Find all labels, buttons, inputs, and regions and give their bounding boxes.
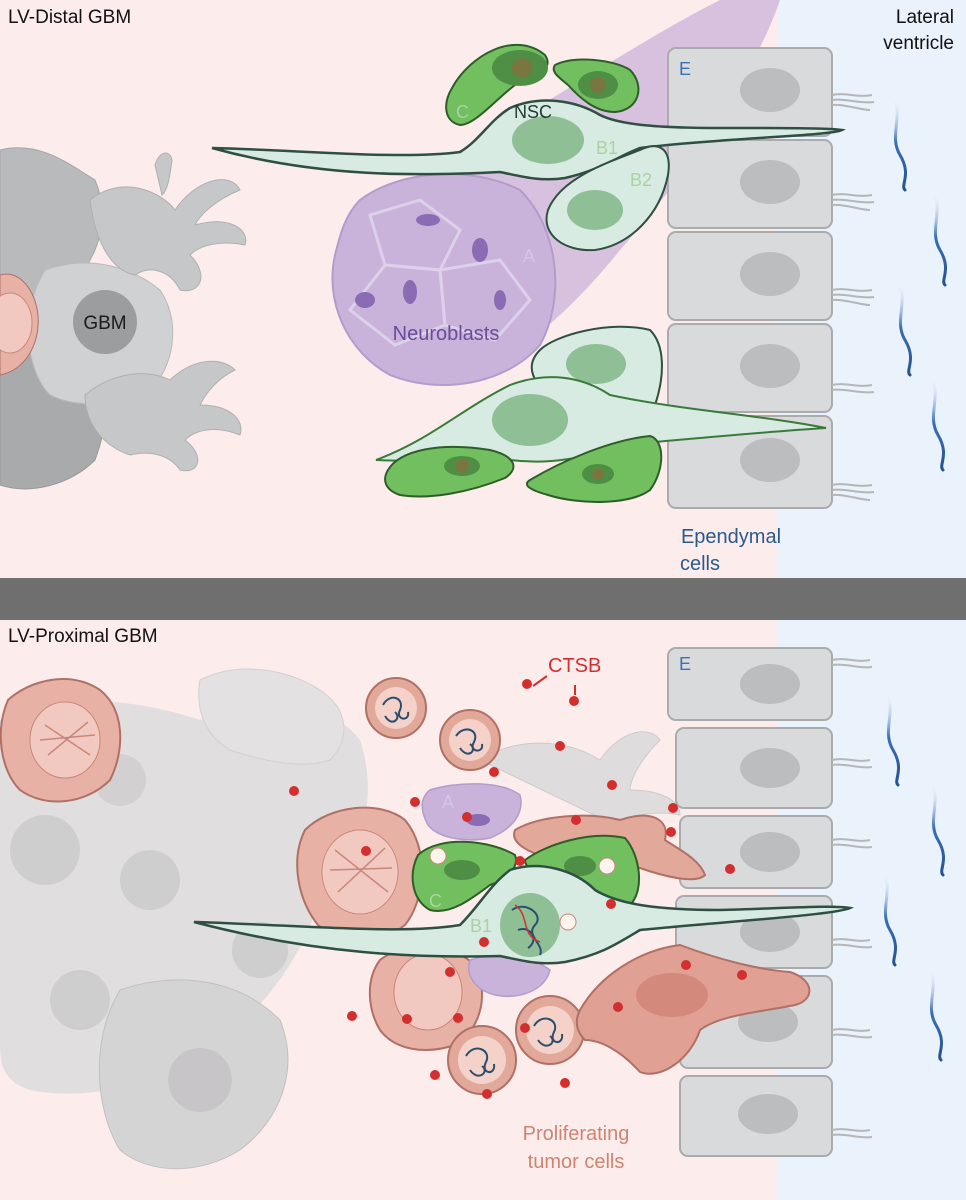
panel-lv-proximal: LV-Proximal GBM CTSB E A C B1 Proliferat… [0, 620, 966, 1200]
ventricle-label-line2: ventricle [883, 33, 954, 54]
label-neuroblasts: Neuroblasts [393, 323, 500, 345]
nsc-b1-bottom [193, 864, 855, 965]
label-gbm: GBM [83, 313, 126, 334]
label-c-bottom: C [429, 891, 442, 911]
panel-lv-distal: LV-Distal GBM Lateral ventricle C NSC B1… [0, 0, 966, 578]
b2-cell-top [545, 145, 670, 252]
label-a-bottom: A [442, 792, 454, 812]
label-b2: B2 [630, 170, 652, 190]
nsc-b1-top [211, 99, 847, 181]
label-ependymal-line1: Ependymal [681, 526, 781, 548]
gbm-nucleus [73, 290, 137, 354]
nsc-lower-top [375, 325, 827, 503]
tumor-cell-mitotic-left [0, 678, 122, 803]
c-cells-bottom [411, 834, 641, 912]
label-proliferating-line1: Proliferating [523, 1123, 630, 1145]
tumor-cell-mitotic-center [296, 806, 423, 941]
label-ctsb: CTSB [548, 655, 601, 677]
label-ependymal-line2: cells [680, 553, 720, 575]
ventricle-label-line1: Lateral [896, 7, 954, 28]
label-c-top: C [456, 102, 469, 122]
tumor-cells-chromatin [365, 677, 585, 1095]
csf-flow-waves-bottom [880, 688, 946, 1062]
tumor-cell-migrating [575, 943, 811, 1075]
gbm-cell-cluster [0, 147, 247, 490]
label-b1-bottom: B1 [470, 916, 492, 936]
ependymal-column-top [667, 47, 875, 509]
label-nsc: NSC [514, 102, 552, 122]
ctsb-pointer-lines [532, 675, 576, 695]
csf-flow-waves-top [890, 93, 948, 472]
label-e-top: E [679, 59, 691, 79]
panel-divider [0, 578, 966, 620]
c-cells-top [445, 43, 640, 127]
bottom-panel-title: LV-Proximal GBM [8, 626, 158, 647]
label-b1-top: B1 [596, 138, 618, 158]
label-a-top: A [523, 246, 535, 266]
label-proliferating-line2: tumor cells [528, 1151, 625, 1173]
top-panel-title: LV-Distal GBM [8, 7, 131, 28]
gbm-background-bottom [0, 668, 681, 1170]
ctsb-particles [289, 679, 747, 1099]
label-e-bottom: E [679, 654, 691, 674]
